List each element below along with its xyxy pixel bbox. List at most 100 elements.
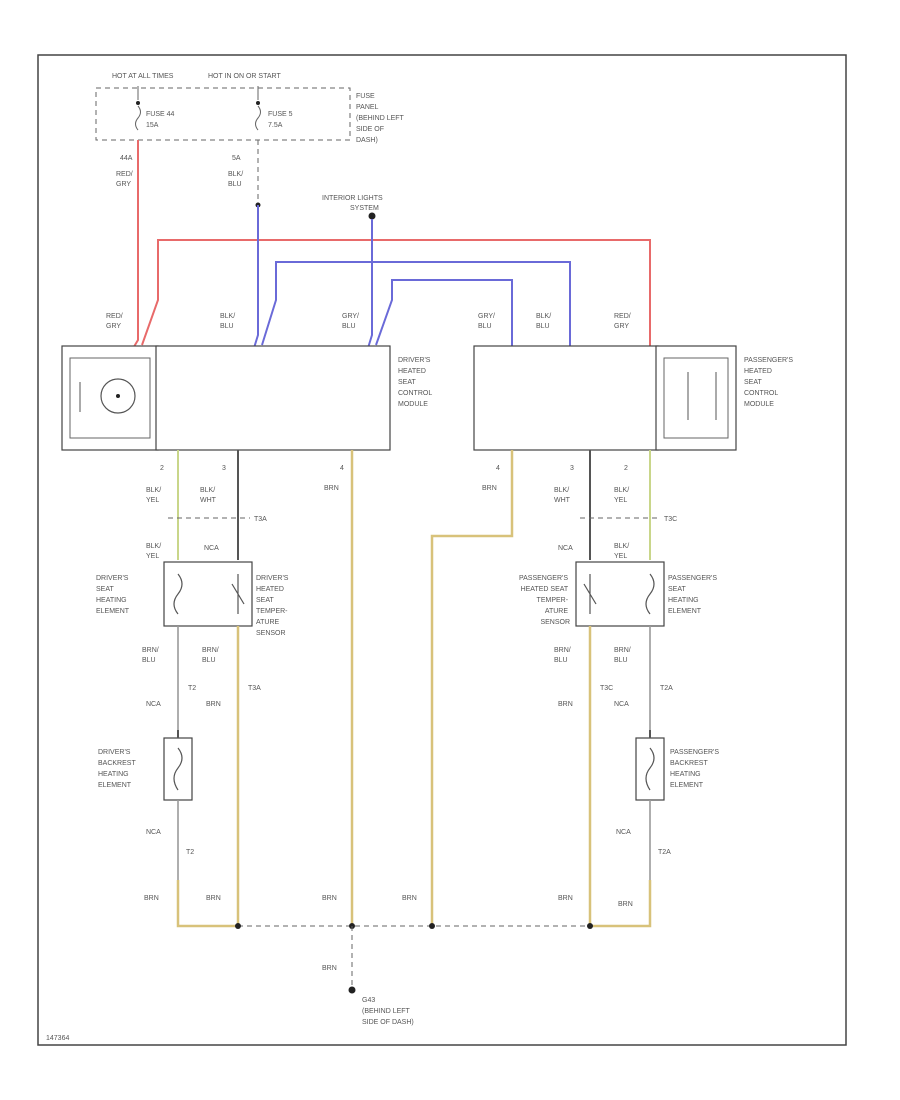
driver-seat-component-box [163,561,253,627]
driver-blk-wht-label: BLK/WHT [200,487,217,504]
driver-brn-blu-left-label: BRN/BLU [142,647,159,664]
passenger-seat-component-box [575,561,665,627]
wire-blk-blu-main [253,205,259,349]
passenger-switch-housing[interactable] [655,345,737,451]
passenger-switch-resistor-icon [687,372,717,420]
circuit-5a-label: 5A [232,155,241,162]
passenger-brn-blu-left-label: BRN/BLU [554,647,571,664]
driver-module-label: DRIVER'S HEATED SEAT CONTROL MODULE [398,357,434,408]
fuse-44-rating: 15A [146,122,159,129]
driver-connector-t3a: T3A [254,516,267,523]
driver-nca-label: NCA [204,545,219,552]
passenger-temp-sensor-icon [583,574,597,614]
driver-nca-lower-label: NCA [146,701,161,708]
figure-id: 147364 [46,1035,69,1042]
driver-connector-t3a-lower-label: T3A [248,685,261,692]
passenger-gry-blu-label: GRY/BLU [478,313,495,330]
passenger-connector-t2a-label: T2A [660,685,673,692]
hot-at-all-times-label: HOT AT ALL TIMES [112,73,174,80]
driver-red-gry-label: RED/GRY [106,313,123,330]
passenger-seat-element-label: PASSENGER'S SEAT HEATING ELEMENT [668,575,719,615]
passenger-blk-blu-label: BLK/BLU [536,313,551,330]
fuse-5-label: FUSE 5 [268,111,293,118]
driver-control-module[interactable] [155,345,391,451]
passenger-control-module[interactable] [473,345,659,451]
driver-temp-sensor-label: DRIVER'S HEATED SEAT TEMPER- ATURE SENSO… [256,575,290,637]
passenger-nca-label: NCA [558,545,573,552]
driver-brn-bottom-left-label: BRN [144,895,159,902]
passenger-backrest-component-box [635,737,665,801]
passenger-brn-bottom-right-label: BRN [618,901,633,908]
driver-pin-4: 4 [340,465,344,472]
hot-in-on-label: HOT IN ON OR START [208,73,281,80]
driver-brn-main-bottom-label: BRN [322,895,337,902]
driver-nca-bottom-label: NCA [146,829,161,836]
fuse-5-icon [255,86,261,131]
passenger-brn-blu-right-label: BRN/BLU [614,647,631,664]
passenger-brn-main-wire [430,450,514,926]
driver-brn-lower-label: BRN [206,701,221,708]
passenger-switch-inner [663,357,729,439]
ground-brn-label: BRN [322,965,337,972]
passenger-pin-2: 2 [624,465,628,472]
passenger-connector-t2a-bottom-label: T2A [658,849,671,856]
wire-blk-blu-top-label: BLK/ BLU [228,171,245,188]
passenger-connector-t3c-lower-label: T3C [600,685,613,692]
passenger-connector-t3c: T3C [664,516,677,523]
wire-blk-blu-crossover [261,261,571,348]
passenger-brn-label: BRN [482,485,497,492]
driver-switch-inner [69,357,151,439]
driver-seat-element-label: DRIVER'S SEAT HEATING ELEMENT [96,575,130,615]
passenger-pin-3: 3 [570,465,574,472]
fuse-44-label: FUSE 44 [146,111,175,118]
fuse-5-rating: 7.5A [268,122,283,129]
passenger-backrest-label: PASSENGER'S BACKREST HEATING ELEMENT [670,749,721,789]
diagram-frame [37,54,847,1046]
passenger-backrest-heating-element-icon [645,747,655,791]
driver-connector-t2-bottom-label: T2 [186,849,194,856]
driver-blk-yel-lower-label: BLK/YEL [146,543,161,560]
interior-lights-label: INTERIOR LIGHTS SYSTEM [322,195,385,212]
driver-connector-t2-label: T2 [188,685,196,692]
passenger-brn-bottom-mid-label: BRN [558,895,573,902]
driver-bottom-brn-loop [176,880,238,928]
passenger-red-gry-label: RED/GRY [614,313,631,330]
passenger-blk-yel-label: BLK/YEL [614,487,629,504]
passenger-seat-heating-element-icon [645,573,655,615]
driver-blk-blu-label: BLK/BLU [220,313,235,330]
passenger-temp-sensor-label: PASSENGER'S HEATED SEAT TEMPER- ATURE SE… [519,575,570,626]
driver-backrest-component-box [163,737,193,801]
driver-temp-sensor-icon [231,574,245,614]
passenger-brn-bottom-left-label: BRN [402,895,417,902]
passenger-pin-4: 4 [496,465,500,472]
driver-brn-label: BRN [324,485,339,492]
circuit-44a-label: 44A [120,155,133,162]
wire-gry-blu-main [367,219,373,349]
fuse-44-icon [135,86,141,131]
interior-lights-splice [368,212,376,220]
passenger-module-label: PASSENGER'S HEATED SEAT CONTROL MODULE [744,357,795,408]
driver-switch-housing[interactable] [61,345,159,451]
wire-gry-blu-crossover [375,279,513,348]
driver-brn-blu-right-label: BRN/BLU [202,647,219,664]
passenger-blk-yel-lower-label: BLK/YEL [614,543,629,560]
driver-switch-knob-icon [100,378,136,414]
driver-pin-3: 3 [222,465,226,472]
ground-label: G43 (BEHIND LEFT SIDE OF DASH) [362,997,414,1026]
passenger-nca-bottom-label: NCA [616,829,631,836]
fuse-panel-label: FUSE PANEL (BEHIND LEFT SIDE OF DASH) [356,93,406,144]
passenger-bottom-brn-loop [590,880,652,928]
driver-pin-2: 2 [160,465,164,472]
wire-red-gry-top-label: RED/ GRY [116,171,135,188]
passenger-blk-wht-label: BLK/WHT [554,487,571,504]
ground-point-g43 [348,986,356,994]
driver-blk-yel-label: BLK/YEL [146,487,161,504]
wire-red-gry-crossover [141,239,651,348]
driver-backrest-heating-element-icon [173,747,183,791]
fuse-panel-outline [95,87,351,141]
driver-gry-blu-label: GRY/BLU [342,313,359,330]
passenger-nca-lower-label: NCA [614,701,629,708]
passenger-brn-lower-label: BRN [558,701,573,708]
driver-brn-bottom-right-label: BRN [206,895,221,902]
